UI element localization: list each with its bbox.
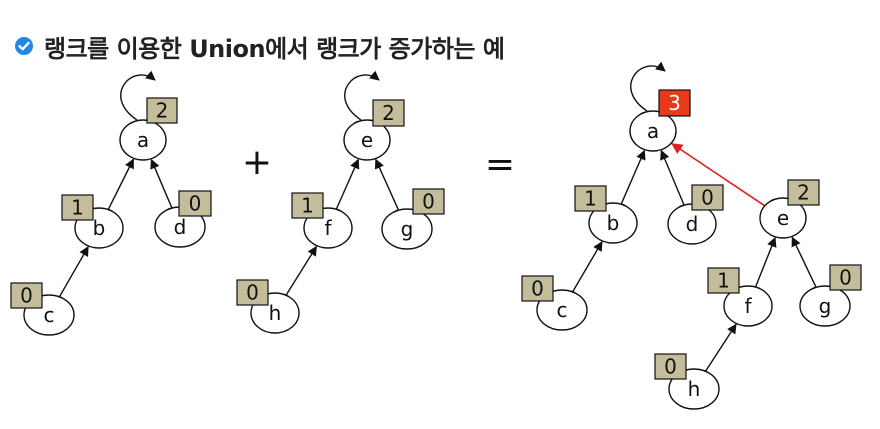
node-tree-result-a: a3 — [629, 61, 691, 152]
node-label: g — [401, 217, 414, 241]
edge-tree-a-d-to-a — [150, 158, 173, 209]
node-circle — [381, 208, 433, 250]
node-circle — [799, 285, 851, 327]
edge-tree-result-h-to-f — [704, 323, 737, 372]
node-label: c — [44, 303, 55, 327]
rank-label: 1 — [71, 196, 84, 220]
rank-label: 0 — [422, 190, 435, 214]
node-label: f — [744, 294, 752, 318]
edge-tree-result-c-to-b — [572, 240, 603, 293]
rank-box — [658, 89, 691, 117]
node-circle — [759, 197, 807, 239]
node-tree-result-e: e2 — [759, 179, 820, 239]
rank-label: 2 — [156, 99, 169, 123]
rank-box — [521, 275, 554, 302]
edge-tree-result-d-to-a — [660, 149, 685, 206]
node-label: a — [647, 119, 659, 143]
node-tree-a-b: b1 — [61, 194, 124, 249]
node-label: b — [607, 211, 620, 235]
node-label: d — [686, 212, 699, 236]
rank-label: 0 — [839, 266, 852, 290]
edge-tree-e-h-to-f — [285, 245, 317, 296]
node-tree-result-c: c0 — [521, 275, 588, 331]
node-circle — [629, 110, 677, 152]
edges-layer — [58, 143, 817, 372]
node-tree-result-b: b1 — [574, 185, 638, 244]
rank-box — [10, 282, 43, 309]
node-label: g — [819, 294, 832, 318]
rank-box — [574, 185, 607, 212]
rank-label: 2 — [382, 101, 395, 125]
node-tree-result-f: f1 — [707, 267, 773, 327]
node-tree-result-h: h0 — [654, 353, 720, 410]
rank-label: 0 — [189, 192, 202, 216]
rank-label: 0 — [20, 284, 33, 308]
plus-operator: + — [242, 142, 272, 183]
node-tree-result-d: d0 — [667, 184, 724, 245]
union-edge-e-to-a — [671, 143, 766, 207]
node-tree-a-d: d0 — [154, 190, 212, 248]
node-circle — [343, 119, 391, 161]
node-label: a — [137, 128, 149, 152]
node-label: d — [174, 215, 187, 239]
edge-tree-a-b-to-a — [107, 158, 135, 210]
rank-box — [178, 190, 212, 217]
self-loop-tree-result-a — [630, 61, 666, 112]
node-label: e — [361, 128, 373, 152]
rank-box — [61, 194, 94, 221]
node-circle — [119, 119, 167, 161]
rank-box — [707, 267, 740, 294]
node-label: h — [688, 377, 701, 401]
node-label: h — [269, 301, 282, 325]
edge-tree-e-f-to-e — [335, 158, 360, 210]
edge-tree-result-g-to-e — [791, 236, 817, 288]
node-tree-e-e: e2 — [343, 70, 405, 161]
rank-box — [691, 184, 724, 211]
rank-label: 0 — [246, 281, 259, 305]
edge-tree-a-c-to-b — [58, 246, 89, 298]
edge-tree-e-g-to-e — [374, 158, 400, 211]
node-label: c — [557, 298, 568, 322]
node-tree-a-a: a2 — [119, 70, 178, 161]
rank-label: 0 — [531, 277, 544, 301]
node-tree-e-h: h0 — [236, 279, 300, 334]
rank-label: 1 — [717, 269, 730, 293]
page-title: 랭크를 이용한 Union에서 랭크가 증가하는 예 — [44, 34, 505, 63]
node-label: e — [777, 206, 789, 230]
rank-label: 3 — [668, 91, 681, 115]
rank-box — [829, 264, 862, 291]
rank-label: 0 — [701, 186, 714, 210]
node-label: f — [324, 216, 332, 240]
rank-box — [412, 188, 445, 215]
node-circle — [723, 285, 773, 327]
rank-box — [291, 192, 324, 219]
rank-box — [236, 279, 269, 306]
title-bar: 랭크를 이용한 Union에서 랭크가 증가하는 예 — [14, 30, 505, 63]
node-tree-a-c: c0 — [10, 282, 75, 336]
rank-box — [787, 179, 820, 206]
rank-box — [146, 97, 178, 124]
edge-tree-result-f-to-e — [754, 236, 777, 288]
node-tree-e-f: f1 — [291, 192, 353, 249]
check-circle-icon — [15, 37, 33, 55]
node-label: b — [93, 216, 106, 240]
rank-label: 2 — [797, 181, 810, 205]
edge-tree-result-b-to-a — [620, 149, 646, 205]
rank-box — [654, 353, 687, 380]
node-circle — [588, 202, 638, 244]
node-tree-result-g: g0 — [799, 264, 862, 327]
rank-label: 0 — [664, 355, 677, 379]
self-loop-tree-e-e — [344, 70, 380, 121]
node-tree-e-g: g0 — [381, 188, 445, 250]
equals-operator: = — [485, 144, 515, 185]
rank-label: 1 — [301, 194, 314, 218]
rank-label: 1 — [584, 187, 597, 211]
self-loop-tree-a-a — [120, 70, 156, 121]
rank-box — [372, 99, 405, 127]
